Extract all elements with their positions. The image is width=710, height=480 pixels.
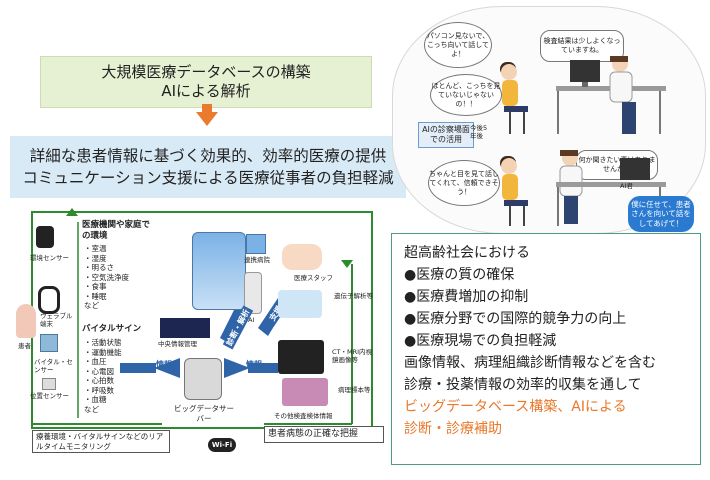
summary-bullet: ●医療現場での負担軽減 [404, 333, 557, 349]
vital-item: ・血圧 [84, 357, 107, 366]
summary-bullet: ●医療費増加の抑制 [404, 289, 529, 305]
vital-title: バイタルサイン [82, 324, 142, 334]
summary-line-2: 診療・投薬情報の効率的収集を通して [404, 377, 642, 393]
ct-label: CT・MRI内視鏡画像等 [332, 348, 373, 364]
env-item: ・睡眠 [84, 291, 107, 301]
env-list: ・室温 ・湿度 ・明るさ ・空気洗浄度 ・食事 ・睡眠 など [84, 244, 129, 311]
hospital-building-icon [192, 232, 246, 310]
vital-sensor-icon [40, 334, 58, 352]
summary-orange-2: 診断・診療補助 [404, 421, 502, 437]
database-title: 大規模医療データベースの構築 [101, 63, 311, 81]
env-item: ・室温 [84, 244, 107, 253]
ct-image-icon [278, 340, 324, 374]
position-sensor-icon [42, 378, 56, 390]
summary-intro: 超高齢社会における [404, 245, 530, 261]
env-sensor-label: 環境センサー [30, 254, 69, 262]
env-item: ・空気洗浄度 [84, 272, 129, 282]
goal-line-2: コミュニケーション支援による医療従事者の負担軽減 [22, 169, 394, 187]
medical-staff-icon [282, 244, 322, 270]
wifi-icon: Wi-Fi [208, 438, 236, 452]
env-item: など [84, 301, 99, 310]
ai-robot-icon [244, 272, 262, 314]
env-sensor-icon [36, 226, 54, 248]
ai-usage-label: AIの診察場面での活用 [418, 122, 474, 148]
doctor-bubble-top: 検査結果は少しよくなっていますね。 [540, 30, 624, 62]
server-icon [184, 358, 222, 400]
central-monitor-icon [160, 318, 210, 338]
patient-bubble-bottom: ちゃんと目を見て話してくれて、信頼できそう！ [428, 160, 500, 206]
goal-line-1: 詳細な患者情報に基づく効果的、効率的医療の提供 [29, 147, 387, 165]
pathology-label: 病理標本等 [338, 386, 371, 394]
system-diagram: 環境センサー ウェラブル端末 患者 バイタル・センサー 位置センサー 医療機関や… [12, 208, 384, 470]
partner-hospital-icon [246, 234, 266, 254]
patient-bubble-top-2: ほとんど、こっちを見ていないじゃないの！！ [430, 74, 502, 116]
summary-bullet: ●医療の質の確保 [404, 267, 515, 283]
position-sensor-label: 位置センサー [30, 392, 69, 400]
ai-years-label: 今後5年後 [470, 124, 488, 140]
env-title: 医療機関や家庭での環境 [82, 220, 151, 241]
patient-label: 患者 [18, 342, 31, 350]
gene-icon [278, 290, 322, 318]
hospital-label: 連携病院 [244, 256, 270, 264]
other-exam-label: その他検査検体情報 [274, 412, 333, 420]
ai-speech-bubble: 僕に任せて、患者さんを向いて話をしてあげて！ [628, 196, 694, 232]
down-arrow-icon [196, 104, 218, 126]
vital-item: ・呼吸数 [84, 385, 114, 395]
summary-bullet: ●医療分野での国際的競争力の向上 [404, 311, 627, 327]
vital-item: ・運動機能 [84, 347, 122, 357]
vital-item: ・心拍数 [84, 376, 114, 385]
env-item: ・明るさ [84, 263, 114, 272]
info-right-label: 情報 [246, 360, 262, 369]
wearable-icon [38, 286, 60, 314]
patient-icon [16, 304, 36, 338]
env-item: ・湿度 [84, 253, 107, 263]
wearable-label: ウェラブル端末 [40, 312, 73, 328]
vital-list: ・活動状態 ・運動機能 ・血圧 ・心電図 ・心拍数 ・呼吸数 ・血糖 など [84, 338, 122, 414]
vital-item: ・活動状態 [84, 338, 122, 347]
patient-bubble-top: パソコン見ないで、こっち向いて話してよ！ [424, 22, 492, 68]
ai-label-diagram: AI [248, 316, 255, 324]
summary-line-1: 画像情報、病理組織診断情報などを含む [404, 355, 656, 371]
consultation-illustration-top [500, 56, 666, 134]
pathology-icon [282, 378, 328, 406]
ai-kun-label: AI君 [620, 182, 633, 190]
env-item: ・食事 [84, 282, 107, 291]
database-box: 大規模医療データベースの構築 AIによる解析 [40, 56, 372, 108]
vital-item: ・心電図 [84, 366, 114, 376]
goal-box: 詳細な患者情報に基づく効果的、効率的医療の提供 コミュニケーション支援による医療… [10, 136, 406, 198]
ai-analysis-title: AIによる解析 [161, 82, 251, 100]
monitoring-label: 療養環境・バイタルサインなどのリアルタイムモニタリング [32, 430, 170, 453]
staff-label: 医療スタッフ [294, 274, 333, 282]
summary-orange-1: ビッグデータベース構築、AIによる [404, 399, 627, 415]
vital-item: など [84, 404, 99, 414]
consultation-illustration-bottom [500, 150, 666, 226]
server-label: ビッグデータサーバー [174, 404, 234, 423]
central-label: 中央情報管理 [158, 340, 197, 348]
summary-box: 超高齢社会における ●医療の質の確保 ●医療費増加の抑制 ●医療分野での国際的競… [391, 233, 701, 465]
vital-item: ・血糖 [84, 395, 107, 404]
vital-sensor-label: バイタル・センサー [34, 358, 73, 374]
info-left-label: 情報 [156, 360, 172, 369]
grasp-label: 患者病態の正確な把握 [264, 426, 384, 443]
gene-label: 遺伝子解析等 [334, 292, 373, 300]
